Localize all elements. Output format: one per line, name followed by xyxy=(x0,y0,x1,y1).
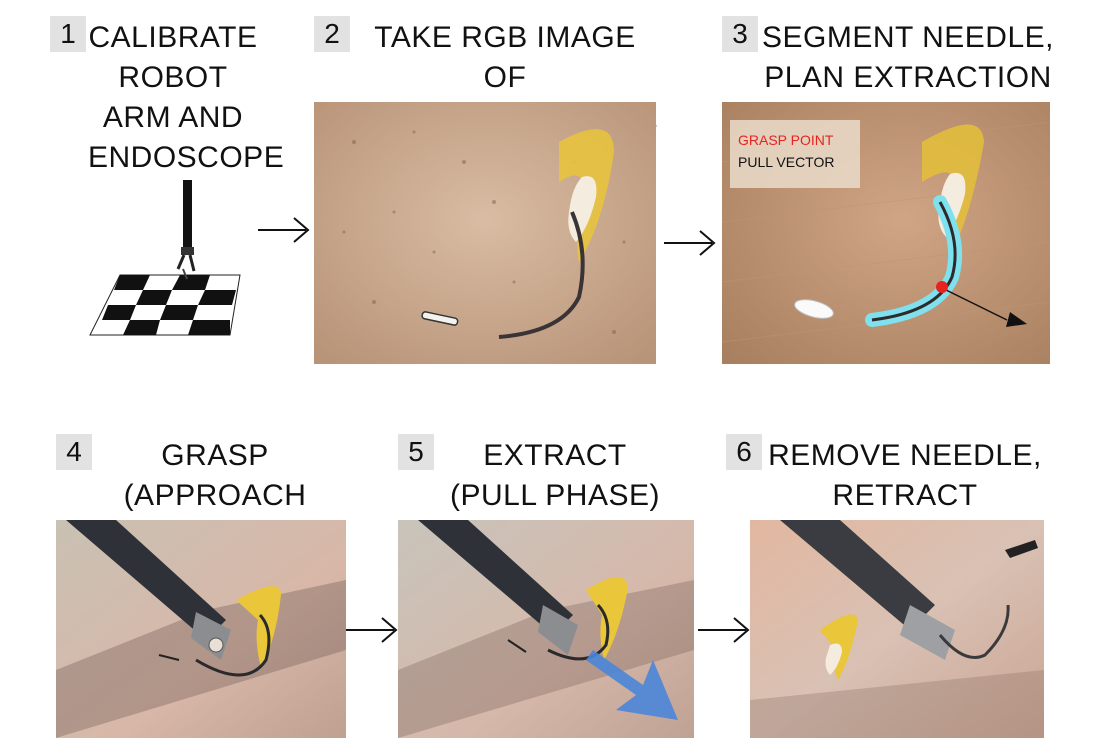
step-6-number: 6 xyxy=(726,434,762,470)
step-3-number: 3 xyxy=(722,16,758,52)
arrow-right-icon xyxy=(346,617,398,643)
legend-pull-vector: PULL VECTOR xyxy=(738,154,835,170)
pull-vector-arrow xyxy=(941,287,1008,321)
step-5-title: EXTRACT (PULL PHASE) xyxy=(450,439,660,512)
step-2-rgb-image xyxy=(314,102,656,364)
pull-direction-arrow xyxy=(586,650,678,720)
robot-arm-icon xyxy=(176,180,196,280)
step-3-segmentation-image: GRASP POINT PULL VECTOR xyxy=(722,102,1050,364)
step-1-title: CALIBRATE ROBOT ARM AND ENDOSCOPE xyxy=(88,21,285,174)
step-4-grasp-image xyxy=(56,520,346,738)
arrow-right-icon xyxy=(698,617,750,643)
step-1-number: 1 xyxy=(50,16,86,52)
legend-grasp-point: GRASP POINT xyxy=(738,132,834,148)
arrow-right-icon xyxy=(664,230,716,256)
step-5-number: 5 xyxy=(398,434,434,470)
step-1-illustration xyxy=(80,175,260,345)
pull-vector-head xyxy=(1006,312,1027,327)
checkerboard-icon xyxy=(89,274,241,336)
legend-box xyxy=(730,120,860,188)
endoscope-shaft xyxy=(66,520,226,640)
step-2-number: 2 xyxy=(314,16,350,52)
step-4-number: 4 xyxy=(56,434,92,470)
arrow-right-icon xyxy=(258,217,310,243)
step-3-title: SEGMENT NEEDLE, PLAN EXTRACTION xyxy=(761,21,1055,94)
step-6-remove-image xyxy=(750,520,1044,738)
step-5-extract-image xyxy=(398,520,694,738)
grasp-point-marker xyxy=(936,281,948,293)
